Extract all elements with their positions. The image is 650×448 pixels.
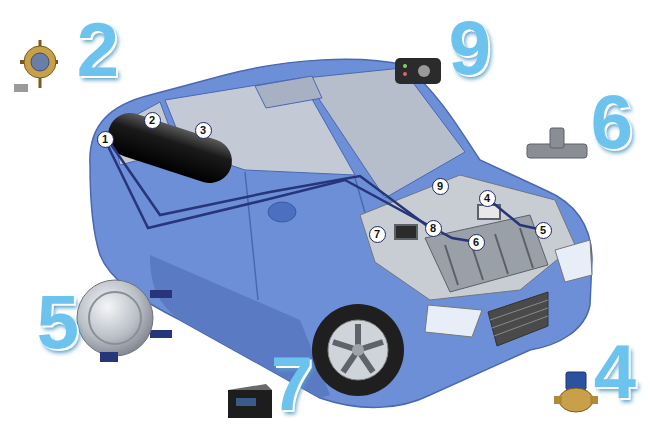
part-number: 5 [37,284,79,360]
callout-number: 5 [540,225,546,236]
windshield [305,68,465,198]
headlight [555,240,592,282]
headlight [425,305,482,337]
part-number: 9 [449,10,491,86]
callout-circle: 9 [432,178,449,195]
car-body [90,59,592,407]
part-number: 7 [271,346,313,422]
front-wheel [312,304,404,396]
part-number: 4 [594,334,636,410]
ecu-icon [228,384,272,418]
callout-circle: 7 [369,226,386,243]
callout-number: 9 [437,181,443,192]
side-mirror [268,202,296,222]
callout-number: 2 [149,115,155,126]
part-number: 6 [591,84,633,160]
callout-circle: 5 [535,222,552,239]
callout-number: 6 [473,237,479,248]
t-connector-icon [527,128,587,158]
switch-icon [395,58,441,84]
callout-circle: 3 [195,122,212,139]
callout-number: 8 [430,223,436,234]
callout-circle: 2 [144,112,161,129]
reducer-icon [77,280,172,362]
grille [488,292,548,346]
part-number: 2 [77,12,119,88]
callout-circle: 6 [468,234,485,251]
sunroof [255,76,322,108]
solenoid-valve-icon [554,372,598,412]
multivalve-icon [14,40,58,92]
door-line [245,172,370,300]
callout-circle: 8 [425,220,442,237]
callout-number: 4 [484,193,490,204]
callout-number: 1 [102,134,108,145]
callout-number: 7 [374,229,380,240]
gas-pipe [106,140,543,242]
callout-circle: 1 [97,131,114,148]
grille-slats [490,300,548,336]
callout-number: 3 [200,125,206,136]
callout-circle: 4 [479,190,496,207]
engine-bay [360,175,575,300]
